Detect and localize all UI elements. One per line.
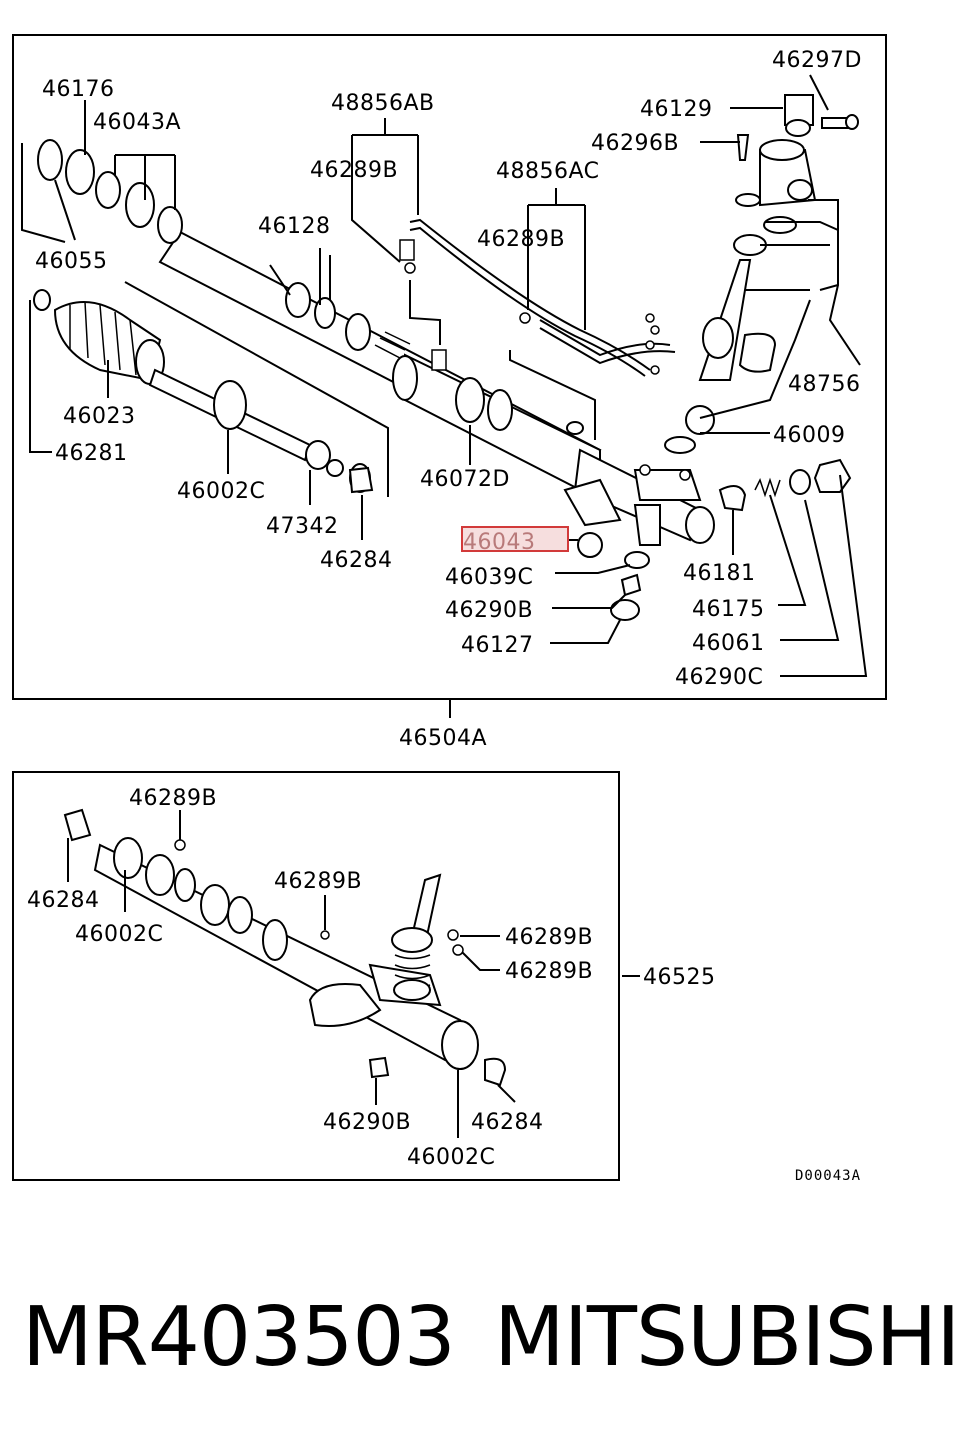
- label-46009: 46009: [773, 423, 846, 448]
- labels-lower: 46289B 46284 46289B 46002C 46289B 46289B…: [27, 786, 716, 1170]
- label-46504A: 46504A: [399, 726, 487, 751]
- label-46290B-a: 46290B: [445, 598, 533, 623]
- leader-lines-upper: [21, 74, 868, 718]
- label-46289B-a: 46289B: [310, 158, 398, 183]
- label-46289B-c: 46289B: [129, 786, 217, 811]
- label-46002C-c: 46002C: [407, 1145, 495, 1170]
- label-47342: 47342: [266, 514, 339, 539]
- label-48856AB: 48856AB: [331, 91, 435, 116]
- label-46039C: 46039C: [445, 565, 533, 590]
- label-46129: 46129: [640, 97, 713, 122]
- label-46002C-a: 46002C: [177, 479, 265, 504]
- label-46297D: 46297D: [772, 48, 862, 73]
- label-46043A: 46043A: [93, 110, 181, 135]
- label-46061: 46061: [692, 631, 765, 656]
- brand-name: MITSUBISHI: [494, 1290, 960, 1385]
- seal-set-top: [37, 139, 183, 244]
- label-46284-c: 46284: [471, 1110, 544, 1135]
- highlighted-part-box: [461, 526, 569, 552]
- tie-rod: [148, 368, 371, 493]
- label-46290B-b: 46290B: [323, 1110, 411, 1135]
- pinion-valve: [664, 94, 859, 454]
- boot-bellows: [33, 289, 165, 385]
- label-48756: 48756: [788, 372, 861, 397]
- drawing-code: D00043A: [795, 1168, 861, 1184]
- label-46127: 46127: [461, 633, 534, 658]
- parts-diagram: 46297D 46129 46296B 46176 46043A 48856AB…: [12, 34, 887, 1184]
- label-46289B-e: 46289B: [505, 925, 593, 950]
- label-46023: 46023: [63, 404, 136, 429]
- label-46175: 46175: [692, 597, 765, 622]
- label-46043: 46043: [463, 530, 536, 555]
- part-number: MR403503: [22, 1290, 456, 1385]
- lower-panel-frame: [12, 771, 620, 1181]
- label-46176: 46176: [42, 77, 115, 102]
- hydraulic-pipes: [399, 218, 676, 377]
- label-46289B-b: 46289B: [477, 227, 565, 252]
- label-46002C-b: 46002C: [75, 922, 163, 947]
- label-46072D: 46072D: [420, 467, 510, 492]
- label-46181: 46181: [683, 561, 756, 586]
- label-46289B-d: 46289B: [274, 869, 362, 894]
- small-parts-right: [348, 458, 852, 621]
- upper-panel-frame: [12, 34, 887, 700]
- label-46055: 46055: [35, 249, 108, 274]
- label-46284-a: 46284: [320, 548, 393, 573]
- label-46289B-f: 46289B: [505, 959, 593, 984]
- leader-lines-lower: [67, 810, 640, 1138]
- label-46281: 46281: [55, 441, 128, 466]
- rack-housing: [158, 230, 715, 546]
- label-48856AC: 48856AC: [496, 159, 600, 184]
- label-46128: 46128: [258, 214, 331, 239]
- label-46284-b: 46284: [27, 888, 100, 913]
- label-46525: 46525: [643, 965, 716, 990]
- label-46296B: 46296B: [591, 131, 679, 156]
- lower-rack-assembly: [63, 808, 507, 1087]
- label-46290C: 46290C: [675, 665, 763, 690]
- labels-upper: 46297D 46129 46296B 46176 46043A 48856AB…: [35, 48, 862, 751]
- footer: MR403503 MITSUBISHI: [0, 1290, 960, 1410]
